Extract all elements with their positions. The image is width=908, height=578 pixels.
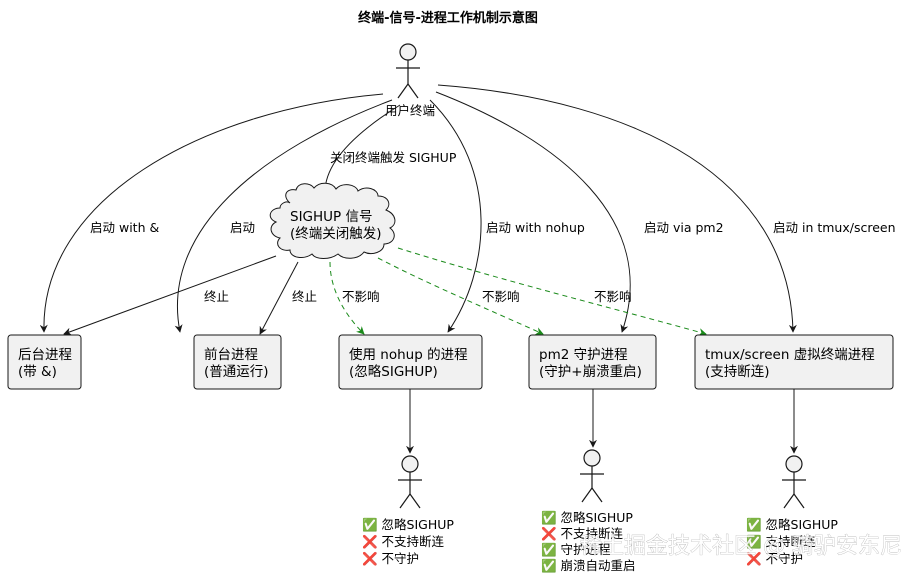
edge-label-start-tmux: 启动 in tmux/screen <box>773 220 896 235</box>
node-nohup-line1: 使用 nohup 的进程 <box>349 346 468 363</box>
result-actor-tmux <box>782 455 806 509</box>
result-tmux-3: ❌ 不守护 <box>746 551 803 567</box>
edge-noeffect-pm2 <box>377 257 544 335</box>
result-pm2-4: ✅ 崩溃自动重启 <box>541 558 636 573</box>
edge-label-noeffect-nohup: 不影响 <box>342 289 380 304</box>
edge-label-kill-bg: 终止 <box>204 289 229 304</box>
result-actor-pm2 <box>580 449 604 503</box>
edge-label-noeffect-tmux: 不影响 <box>594 289 632 304</box>
user-actor <box>396 43 420 99</box>
node-fg-line1: 前台进程 <box>204 346 258 363</box>
node-bg-line2: (带 &) <box>18 364 57 380</box>
result-nohup-2: ❌ 不支持断连 <box>362 534 445 550</box>
edge-noeffect-tmux <box>397 247 707 336</box>
edge-label-trigger: 关闭终端触发 SIGHUP <box>330 150 457 165</box>
node-bg: 后台进程 (带 &) <box>7 334 82 390</box>
node-tmux-line2: (支持断连) <box>705 364 770 380</box>
edge-kill-bg <box>63 255 277 336</box>
node-nohup-line2: (忽略SIGHUP) <box>349 364 438 380</box>
edge-start-tmux <box>437 84 797 333</box>
edge-label-start-fg: 启动 <box>230 220 255 235</box>
result-list-pm2: ✅ 忽略SIGHUP ❌ 不支持断连 ✅ 守护进程 ✅ 崩溃自动重启 <box>541 510 636 573</box>
sighup-cloud-line2: (终端关闭触发) <box>290 226 382 242</box>
edge-label-kill-fg: 终止 <box>292 289 317 304</box>
result-actor-nohup <box>398 455 422 509</box>
edge-label-noeffect-pm2: 不影响 <box>482 289 520 304</box>
watermark: 稀土掘金技术社区 @ 骑驴安东尼 <box>580 534 902 559</box>
result-tmux-1: ✅ 忽略SIGHUP <box>746 517 838 532</box>
node-bg-line1: 后台进程 <box>18 347 72 363</box>
result-pm2-1: ✅ 忽略SIGHUP <box>541 510 633 525</box>
edge-start-pm2 <box>435 91 631 333</box>
edge-start-nohup <box>429 99 482 333</box>
edge-label-start-pm2: 启动 via pm2 <box>644 220 724 235</box>
node-fg: 前台进程 (普通运行) <box>193 334 282 390</box>
edge-start-bg <box>39 93 384 333</box>
node-pm2: pm2 守护进程 (守护+崩溃重启) <box>528 334 657 390</box>
edge-trigger <box>321 104 401 193</box>
edge-noeffect-nohup <box>329 261 365 335</box>
diagram-title: 终端-信号-进程工作机制示意图 <box>358 10 538 26</box>
node-nohup: 使用 nohup 的进程 (忽略SIGHUP) <box>338 334 483 390</box>
result-tmux-2: ✅ 支持断连 <box>746 534 816 549</box>
edge-label-start-bg: 启动 with & <box>90 220 159 235</box>
node-tmux: tmux/screen 虚拟终端进程 (支持断连) <box>694 334 894 390</box>
node-pm2-line1: pm2 守护进程 <box>539 347 628 363</box>
result-pm2-3: ✅ 守护进程 <box>541 542 611 557</box>
result-list-tmux: ✅ 忽略SIGHUP ✅ 支持断连 ❌ 不守护 <box>746 517 838 567</box>
node-fg-line2: (普通运行) <box>204 364 269 380</box>
result-nohup-3: ❌ 不守护 <box>362 551 419 567</box>
edge-label-start-nohup: 启动 with nohup <box>486 220 585 235</box>
user-actor-label: 用户终端 <box>385 103 435 118</box>
edge-kill-fg <box>259 261 299 335</box>
sighup-cloud <box>269 182 396 259</box>
result-nohup-1: ✅ 忽略SIGHUP <box>362 517 454 532</box>
node-pm2-line2: (守护+崩溃重启) <box>539 364 642 380</box>
result-pm2-2: ❌ 不支持断连 <box>541 526 624 542</box>
result-list-nohup: ✅ 忽略SIGHUP ❌ 不支持断连 ❌ 不守护 <box>362 517 454 567</box>
node-tmux-line1: tmux/screen 虚拟终端进程 <box>705 347 875 363</box>
sighup-cloud-line1: SIGHUP 信号 <box>290 209 372 225</box>
